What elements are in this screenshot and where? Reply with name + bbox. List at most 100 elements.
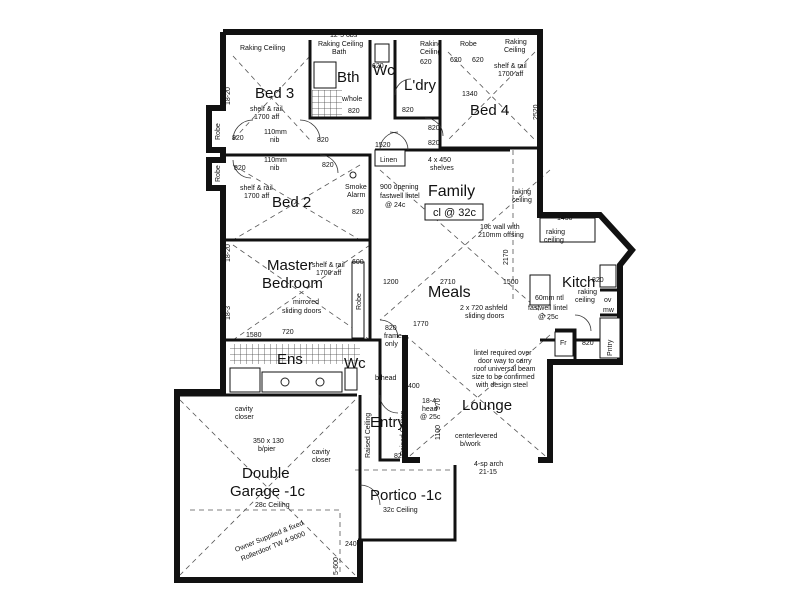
note-frame-3: only: [385, 341, 398, 348]
note-arch-1: 4-sp arch: [474, 461, 503, 468]
note-lintel-1: lintel required over: [474, 350, 532, 357]
dim-1200: 1200: [383, 279, 399, 286]
room-laundry: L'dry: [404, 77, 437, 94]
note-frame-1: 820: [385, 325, 397, 332]
family-ceiling: cl @ 32c: [433, 207, 476, 219]
note-ov-2: mw: [603, 307, 615, 314]
dim-2520: 2520: [533, 104, 540, 120]
note-shelf-bed4-1: shelf & rail: [494, 63, 527, 70]
note-fr: Fr: [560, 340, 567, 347]
dim-1820b: 18-20: [225, 244, 232, 262]
dim-600: 600: [352, 259, 364, 266]
note-beam-1: 350 x 130: [253, 438, 284, 445]
fixtures: [229, 43, 621, 393]
note-head-2: head: [422, 406, 438, 413]
dim-620d: 620: [472, 57, 484, 64]
note-raking-kitch-1: raking: [546, 229, 565, 236]
note-raised-1: Raised Ceiling: [365, 413, 372, 458]
pantry-box: [599, 317, 621, 359]
dim-970: 970: [435, 398, 442, 410]
note-linen-shelves-2: shelves: [430, 165, 454, 172]
note-cantilever-1: centerlevered: [455, 433, 498, 440]
note-raking-family-2: ceiling: [512, 197, 532, 204]
dim-820d: 820: [428, 140, 440, 147]
ensuite-tiles: [230, 344, 360, 364]
note-wall-kitchen-1: 10c wall with: [480, 224, 520, 231]
family-ceiling-box: [424, 203, 484, 221]
dim-top: 12-5 obs: [330, 32, 358, 39]
note-robe-bed4: Robe: [460, 41, 477, 48]
note-cavity-2: closer: [235, 414, 254, 421]
dim-820j: 820: [394, 453, 406, 460]
note-raking-kitch-2: ceiling: [544, 237, 564, 244]
note-smoke-1: Smoke: [345, 184, 367, 191]
room-wc-ens: Wc: [344, 355, 366, 372]
note-opening-kitch-3: @ 25c: [538, 314, 559, 321]
room-master-2: Bedroom: [262, 275, 323, 292]
note-shelf-bed2-1: shelf & rail: [240, 185, 273, 192]
note-cavity-3: cavity: [312, 449, 330, 456]
note-smoke-2: Alarm: [347, 192, 365, 199]
dim-2710: 2710: [440, 279, 456, 286]
fridge: [554, 331, 574, 357]
room-family: Family: [428, 183, 475, 200]
note-robe-master: Robe: [356, 293, 363, 310]
note-raking-bed3: Raking Ceiling: [240, 45, 285, 52]
note-head-3: @ 25c: [420, 414, 441, 421]
dim-1820a: 18-20: [225, 87, 232, 105]
note-head-1: 18-4: [422, 398, 436, 405]
room-bed3: Bed 3: [255, 85, 294, 102]
note-nib-3: 110mm: [264, 157, 287, 164]
note-shelf-master-1: shelf & rail: [312, 262, 345, 269]
note-linen-shelves-1: 4 x 450: [428, 157, 451, 164]
note-opening-3: @ 24c: [385, 202, 406, 209]
note-cavity-4: closer: [312, 457, 331, 464]
note-raking-bed4-2: Ceiling: [504, 47, 526, 54]
room-kitchen: Kitch: [562, 274, 595, 291]
room-ensuite: Ens: [277, 351, 303, 368]
ceiling-lines: [179, 51, 551, 576]
bath-tub: [313, 61, 337, 89]
note-shelf-bed2-2: 1700 aff: [244, 193, 269, 200]
note-mirrored-2: sliding doors: [282, 308, 322, 315]
dim-240: 240: [345, 541, 357, 548]
note-garage-ceiling: 28c Ceiling: [255, 502, 290, 509]
note-robe-left-1: Robe: [215, 123, 222, 140]
room-labels: Bed 3 Bed 4 Bed 2 Bth Wc L'dry Family cl…: [230, 62, 595, 504]
note-shelf-bed4-2: 1700 aff: [498, 71, 523, 78]
note-shelf-bed3-2: 1700 aff: [254, 114, 279, 121]
note-raking-laundry-2: Ceiling: [420, 49, 442, 56]
note-sliding-2: sliding doors: [465, 313, 505, 320]
dim-1450: 1450: [557, 215, 573, 222]
dim-620a: 620: [372, 63, 384, 70]
note-wall-kitchen-2: 210mm offsing: [478, 232, 524, 239]
room-meals: Meals: [428, 284, 471, 301]
room-bed4: Bed 4: [470, 102, 509, 119]
dim-820i: 820: [352, 209, 364, 216]
note-opening-kitch-1: 60mm ntl: [535, 295, 564, 302]
room-lounge: Lounge: [462, 397, 512, 414]
room-master-1: Master: [267, 257, 313, 274]
room-entry: Entry: [370, 414, 406, 431]
note-lintel-2: door way to carry: [478, 358, 532, 365]
dim-5000: 5-600: [333, 557, 340, 575]
note-raised-2: Raised Ceiling: [400, 411, 407, 456]
note-raking-bath-1: Raking Ceiling: [318, 41, 363, 48]
room-garage-2: Garage -1c: [230, 483, 306, 500]
dim-820a: 820: [348, 108, 360, 115]
note-pantry: Pntry: [607, 339, 614, 356]
note-nib-2: nib: [270, 137, 279, 144]
dim-820e: 820: [232, 135, 244, 142]
dim-820g: 820: [322, 162, 334, 169]
note-cantilever-2: b/work: [460, 441, 481, 448]
shower: [229, 367, 261, 393]
note-portico-ceiling: 32c Ceiling: [383, 507, 418, 514]
note-mirrored-1: mirrored: [293, 299, 319, 306]
dim-1500: 1500: [503, 279, 519, 286]
dim-720: 720: [282, 329, 294, 336]
robe-master: [351, 261, 365, 339]
note-raking-kitch-4: ceiling: [575, 297, 595, 304]
room-wc-top: Wc: [373, 62, 395, 79]
kitchen-bench: [539, 217, 596, 243]
note-cavity-1: cavity: [235, 406, 253, 413]
